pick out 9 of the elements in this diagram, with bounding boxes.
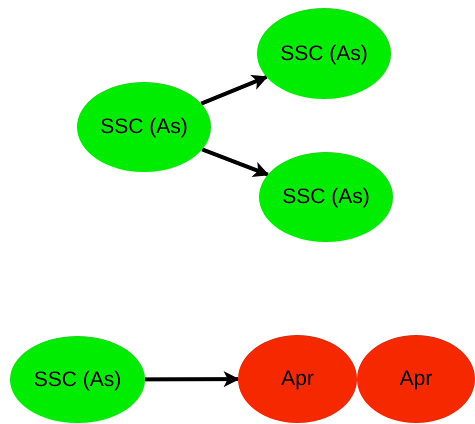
node-label: SSC (As) <box>34 366 122 393</box>
node-label: SSC (As) <box>282 184 370 210</box>
node-label: Apr <box>400 366 432 392</box>
node-label: Apr <box>281 366 314 392</box>
node-label: SSC (As) <box>280 40 368 67</box>
node-label: SSC (As) <box>100 114 188 140</box>
arrow <box>200 74 268 106</box>
arrow <box>201 148 270 177</box>
arrow <box>145 371 240 388</box>
